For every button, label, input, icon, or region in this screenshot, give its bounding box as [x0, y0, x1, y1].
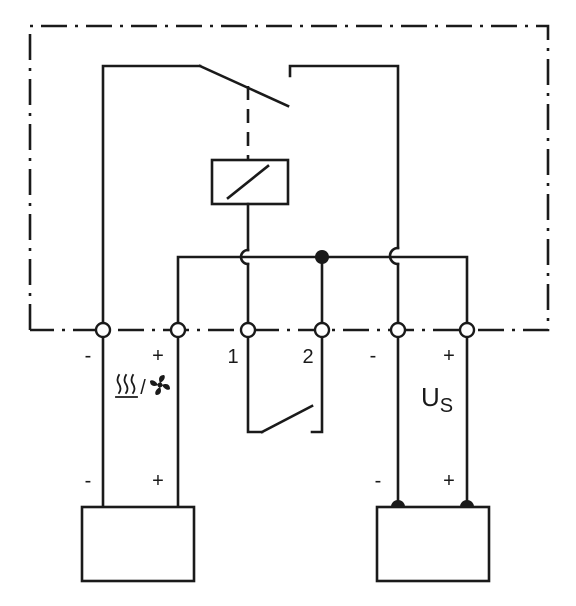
terminal-5	[389, 321, 407, 339]
load-symbol-separator: /	[140, 377, 146, 399]
control-switch-blade	[260, 404, 314, 434]
terminal-3	[239, 321, 257, 339]
control-switch-wire-right	[310, 328, 324, 434]
power-supply	[375, 505, 491, 583]
terminal-1-label: -	[85, 345, 92, 367]
load-minus-label: -	[85, 470, 92, 492]
terminal-6-label: +	[443, 345, 455, 367]
heater-icon	[115, 373, 138, 398]
terminal-3-label: 1	[227, 346, 238, 368]
load-device	[80, 505, 196, 583]
terminal-6	[458, 321, 476, 339]
terminal-4	[313, 321, 331, 339]
supply-minus-label: -	[375, 470, 382, 492]
terminal-4-label: 2	[302, 346, 313, 368]
relay-contact-blade	[198, 64, 290, 108]
contact-wire-left	[101, 64, 202, 332]
relay-coil-slash	[226, 164, 270, 200]
contact-wire-right	[288, 64, 400, 250]
control-switch-wire-left	[246, 328, 264, 434]
supply-plus-label: +	[443, 470, 455, 492]
terminal-2	[169, 321, 187, 339]
terminal-2-label: +	[152, 345, 164, 367]
fan-icon	[150, 375, 170, 395]
supply-voltage-label: US	[421, 382, 453, 417]
terminal-5-label: -	[370, 345, 377, 367]
terminal-1	[94, 321, 112, 339]
load-plus-label: +	[152, 470, 164, 492]
bus-junction	[315, 250, 329, 264]
device-enclosure	[28, 24, 550, 332]
